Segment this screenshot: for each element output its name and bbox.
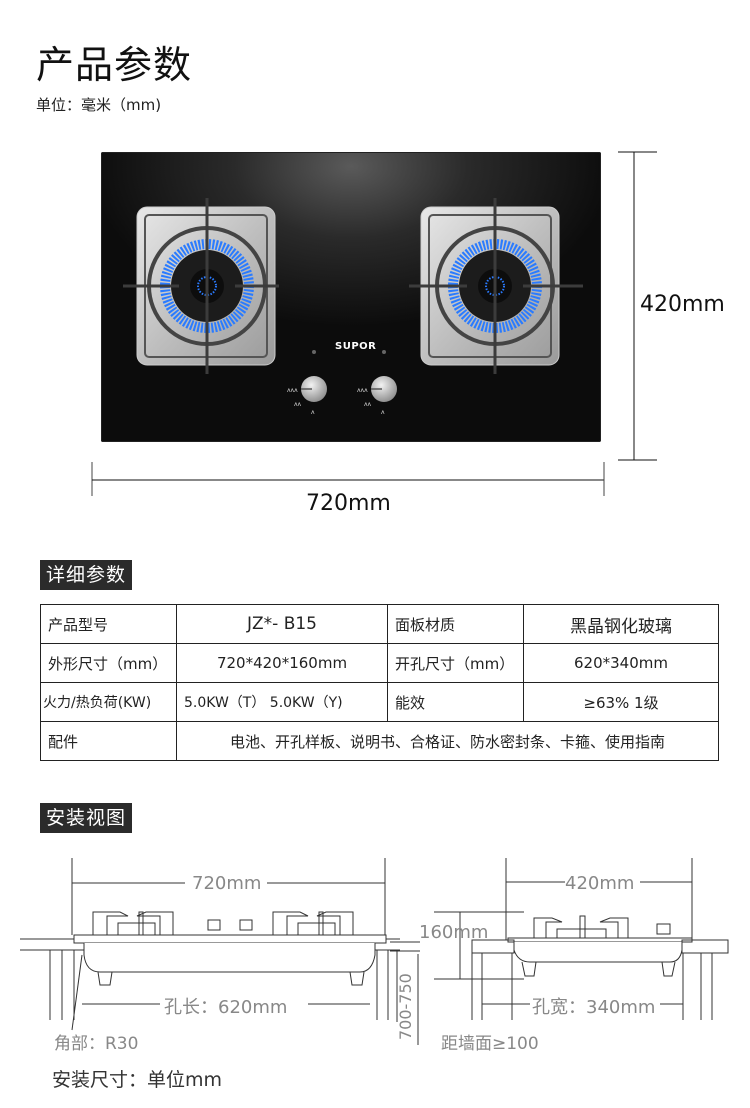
unit-note: 单位：毫米（mm) xyxy=(36,96,162,114)
svg-text:ᴧ: ᴧ xyxy=(311,409,315,416)
left-knob-icon: ᴧᴧᴧ ᴧᴧ ᴧ xyxy=(287,350,327,416)
table-row: 配件 电池、开孔样板、说明书、合格证、防水密封条、卡箍、使用指南 xyxy=(40,721,719,761)
section-details: 详细参数 xyxy=(40,560,133,590)
table-row: 产品型号 JZ*- B15 面板材质 黑晶钢化玻璃 xyxy=(40,604,719,644)
brand-logo: SUPOR xyxy=(335,341,377,352)
cooktop-image: ᴧᴧᴧ ᴧᴧ ᴧ ᴧᴧᴧ ᴧᴧ ᴧ SUPOR xyxy=(101,152,601,442)
hole-length-label: 孔长：620mm xyxy=(164,997,288,1018)
spec-value: 电池、开孔样板、说明书、合格证、防水密封条、卡箍、使用指南 xyxy=(176,721,719,761)
svg-text:ᴧᴧᴧ: ᴧᴧᴧ xyxy=(357,387,368,394)
left-burner-icon xyxy=(123,198,279,374)
front-view-diagram xyxy=(20,858,400,1031)
spec-label: 火力/热负荷(KW) xyxy=(40,682,177,722)
spec-label: 产品型号 xyxy=(40,604,177,644)
spec-value: 黑晶钢化玻璃 xyxy=(523,604,719,644)
spec-value: 720*420*160mm xyxy=(176,643,388,683)
side-height-label: 160mm xyxy=(419,922,489,943)
spec-label: 外形尺寸（mm） xyxy=(40,643,177,683)
svg-text:ᴧᴧ: ᴧᴧ xyxy=(294,401,302,408)
side-view-diagram xyxy=(390,858,729,1045)
right-knob-icon: ᴧᴧᴧ ᴧᴧ ᴧ xyxy=(357,350,397,416)
spec-value: 620*340mm xyxy=(523,643,719,683)
front-width-label: 720mm xyxy=(192,873,262,894)
svg-text:ᴧᴧᴧ: ᴧᴧᴧ xyxy=(287,387,298,394)
page-title: 产品参数 xyxy=(36,43,193,87)
cooktop-illustration: ᴧᴧᴧ ᴧᴧ ᴧ ᴧᴧᴧ ᴧᴧ ᴧ xyxy=(123,198,583,416)
svg-text:ᴧ: ᴧ xyxy=(381,409,385,416)
width-dimension-line xyxy=(91,462,605,496)
counter-height-label: 700-750 xyxy=(396,973,415,1040)
spec-value: ≥63% 1级 xyxy=(523,682,719,722)
spec-label: 面板材质 xyxy=(387,604,524,644)
install-footer-note: 安装尺寸：单位mm xyxy=(52,1069,223,1091)
spec-label: 开孔尺寸（mm） xyxy=(387,643,524,683)
spec-label: 配件 xyxy=(40,721,177,761)
spec-table: 产品型号 JZ*- B15 面板材质 黑晶钢化玻璃 外形尺寸（mm） 720*4… xyxy=(40,604,719,761)
width-label: 720mm xyxy=(306,491,391,516)
spec-value: JZ*- B15 xyxy=(176,604,388,644)
height-dimension-line xyxy=(618,151,657,461)
section-install: 安装视图 xyxy=(40,803,133,833)
svg-text:ᴧᴧ: ᴧᴧ xyxy=(364,401,372,408)
table-row: 火力/热负荷(KW) 5.0KW（T） 5.0KW（Y) 能效 ≥63% 1级 xyxy=(40,682,719,722)
hole-width-label: 孔宽：340mm xyxy=(532,997,656,1018)
right-burner-icon xyxy=(409,198,583,374)
table-row: 外形尺寸（mm） 720*420*160mm 开孔尺寸（mm） 620*340m… xyxy=(40,643,719,683)
wall-distance-label: 距墙面≥100 xyxy=(441,1034,539,1054)
side-width-label: 420mm xyxy=(565,873,635,894)
spec-label: 能效 xyxy=(387,682,524,722)
corner-radius-label: 角部：R30 xyxy=(54,1034,139,1054)
spec-value: 5.0KW（T） 5.0KW（Y) xyxy=(176,682,388,722)
height-label: 420mm xyxy=(640,292,725,317)
